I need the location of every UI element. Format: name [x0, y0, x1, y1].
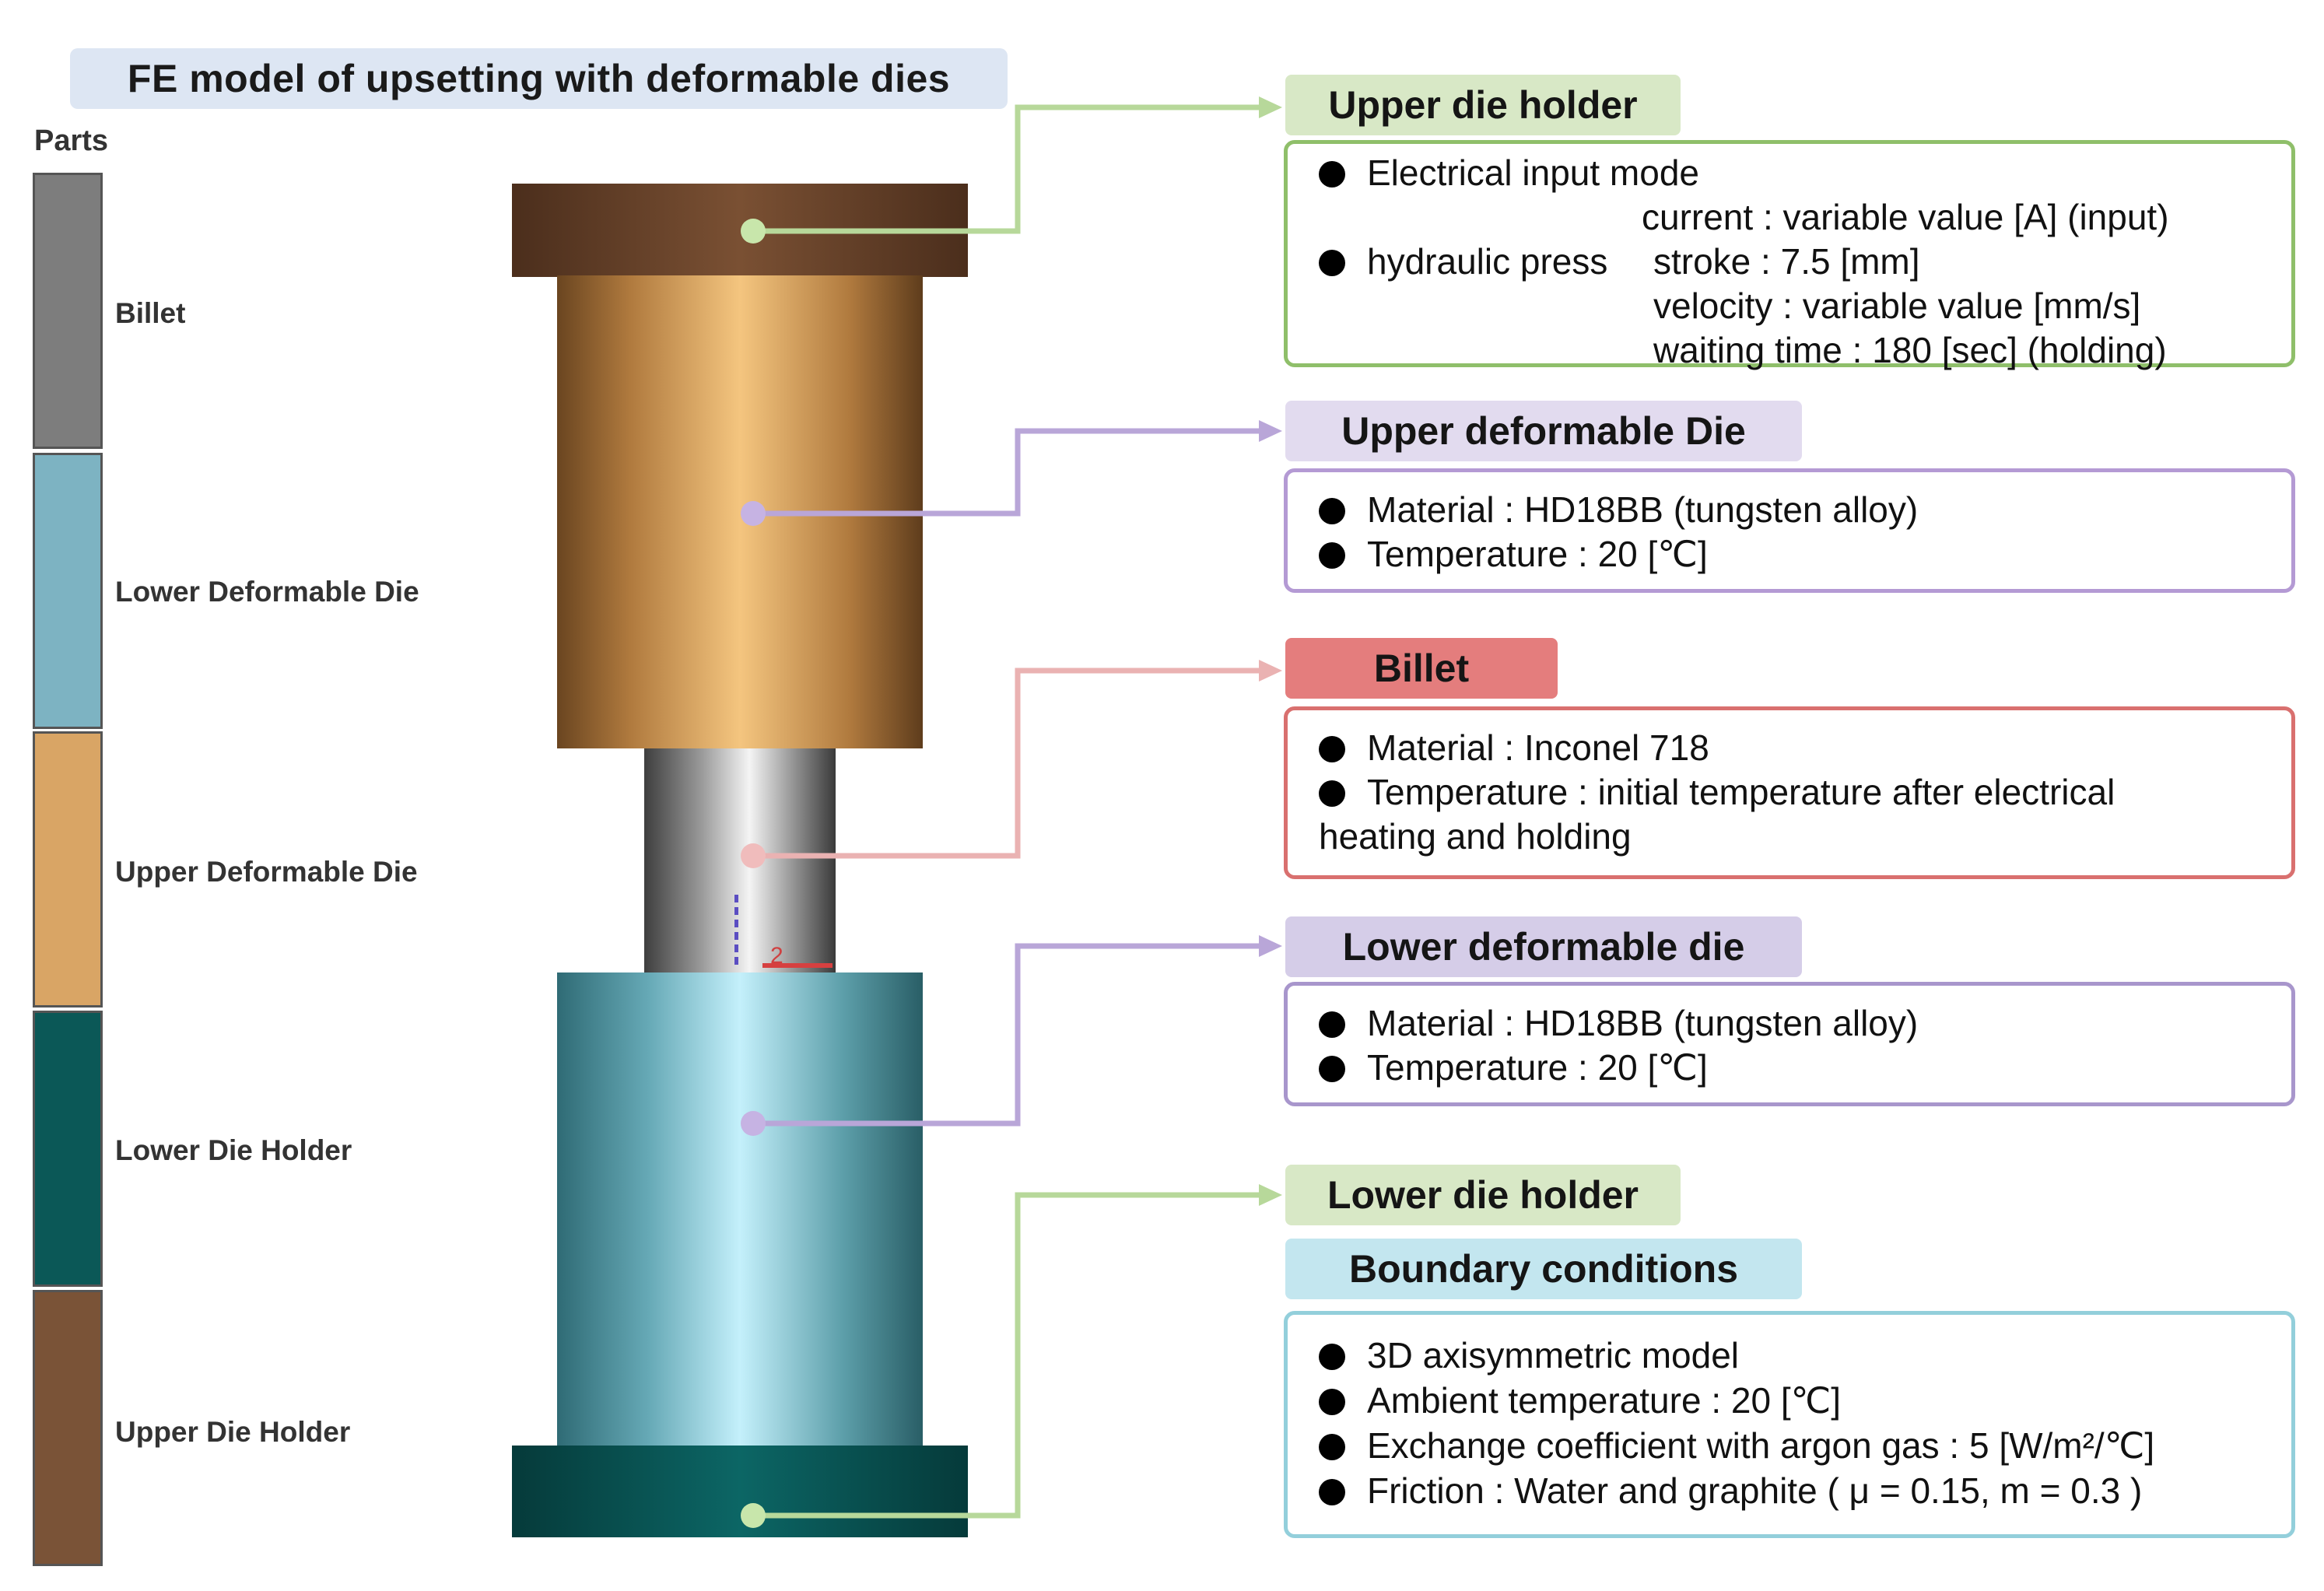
- legend-swatch-lower-die-holder: [33, 1011, 103, 1287]
- anchor-upper-deformable-die: [741, 501, 766, 526]
- legend-swatch-upper-deformable-die: [33, 731, 103, 1008]
- bullet-icon: [1319, 542, 1345, 569]
- upper-deformable-die-box: Material : HD18BB (tungsten alloy) Tempe…: [1284, 468, 2295, 593]
- lower-die-holder-header: Lower die holder: [1285, 1165, 1681, 1225]
- arrowhead-upper-deformable-die: [1259, 420, 1282, 442]
- udh-line-electrical: Electrical input mode: [1319, 151, 1699, 195]
- bullet-icon: [1319, 1479, 1345, 1505]
- billet-line-temperature: Temperature : initial temperature after …: [1319, 770, 2115, 815]
- legend-name-upper-die-holder: Upper Die Holder: [115, 1416, 351, 1448]
- connector-lower-die-holder: [753, 1192, 1264, 1519]
- billet-contact-marker: [762, 963, 833, 968]
- mesh-label: 2: [770, 943, 783, 969]
- udh-line-stroke: stroke : 7.5 [mm]: [1653, 241, 1920, 282]
- connector-upper-die-holder: [753, 104, 1264, 234]
- connector-upper-deformable-die: [753, 428, 1264, 517]
- billet-part: [644, 748, 836, 974]
- bullet-icon: [1319, 250, 1345, 276]
- udh-line-hydraulic: hydraulic press: [1319, 240, 1607, 284]
- legend-name-billet: Billet: [115, 297, 186, 329]
- legend-swatch-billet: [33, 173, 103, 449]
- bullet-icon: [1319, 1011, 1345, 1038]
- bullet-icon: [1319, 1389, 1345, 1415]
- ldd-line-temperature: Temperature : 20 [℃]: [1319, 1046, 1708, 1090]
- arrowhead-upper-die-holder: [1259, 96, 1282, 118]
- bc-line-friction: Friction : Water and graphite ( μ = 0.15…: [1319, 1469, 2142, 1513]
- lower-deformable-die-part: [557, 972, 923, 1447]
- billet-box: Material : Inconel 718 Temperature : ini…: [1284, 706, 2295, 879]
- bullet-icon: [1319, 498, 1345, 524]
- udd-line-temperature: Temperature : 20 [℃]: [1319, 532, 1708, 576]
- billet-mesh-marker: [734, 895, 743, 965]
- udd-line-material: Material : HD18BB (tungsten alloy): [1319, 488, 1918, 532]
- anchor-lower-die-holder: [741, 1503, 766, 1528]
- arrowhead-billet: [1259, 660, 1282, 682]
- anchor-billet: [741, 843, 766, 868]
- bullet-icon: [1319, 1434, 1345, 1460]
- upper-deformable-die-header: Upper deformable Die: [1285, 401, 1802, 461]
- page-title: FE model of upsetting with deformable di…: [70, 48, 1008, 109]
- udh-line-waiting: waiting time : 180 [sec] (holding): [1653, 330, 2167, 370]
- udh-line-velocity: velocity : variable value [mm/s]: [1653, 286, 2141, 326]
- bullet-icon: [1319, 161, 1345, 187]
- legend-swatch-upper-die-holder: [33, 1290, 103, 1566]
- arrowhead-lower-deformable-die: [1259, 935, 1282, 957]
- boundary-conditions-header: Boundary conditions: [1285, 1239, 1802, 1299]
- bc-line-axisymmetric: 3D axisymmetric model: [1319, 1333, 1739, 1378]
- billet-line-temperature-cont: heating and holding: [1319, 816, 1632, 857]
- billet-header: Billet: [1285, 638, 1558, 699]
- lower-deformable-die-box: Material : HD18BB (tungsten alloy) Tempe…: [1284, 982, 2295, 1106]
- arrowhead-lower-die-holder: [1259, 1184, 1282, 1206]
- bullet-icon: [1319, 1056, 1345, 1082]
- bullet-icon: [1319, 780, 1345, 807]
- lower-deformable-die-header: Lower deformable die: [1285, 916, 1802, 977]
- ldd-line-material: Material : HD18BB (tungsten alloy): [1319, 1001, 1918, 1046]
- billet-line-material: Material : Inconel 718: [1319, 726, 1709, 770]
- udh-line-current: current : variable value [A] (input): [1642, 197, 2169, 237]
- boundary-conditions-box: 3D axisymmetric model Ambient temperatur…: [1284, 1311, 2295, 1538]
- parts-legend-label: Parts: [34, 124, 109, 157]
- connector-lower-deformable-die: [753, 943, 1264, 1127]
- bc-line-ambient: Ambient temperature : 20 [℃]: [1319, 1379, 1841, 1423]
- legend-name-upper-deformable-die: Upper Deformable Die: [115, 856, 418, 888]
- bullet-icon: [1319, 1344, 1345, 1370]
- legend-name-lower-die-holder: Lower Die Holder: [115, 1134, 352, 1166]
- upper-die-holder-header: Upper die holder: [1285, 75, 1681, 135]
- lower-die-holder-part: [512, 1446, 968, 1537]
- bullet-icon: [1319, 736, 1345, 762]
- anchor-upper-die-holder: [741, 219, 766, 244]
- legend-name-lower-deformable-die: Lower Deformable Die: [115, 576, 419, 608]
- legend-swatch-lower-deformable-die: [33, 453, 103, 729]
- bc-line-exchange: Exchange coefficient with argon gas : 5 …: [1319, 1424, 2154, 1468]
- upper-die-holder-box: Electrical input mode current : variable…: [1284, 140, 2295, 370]
- anchor-lower-deformable-die: [741, 1111, 766, 1136]
- connector-billet: [753, 668, 1264, 859]
